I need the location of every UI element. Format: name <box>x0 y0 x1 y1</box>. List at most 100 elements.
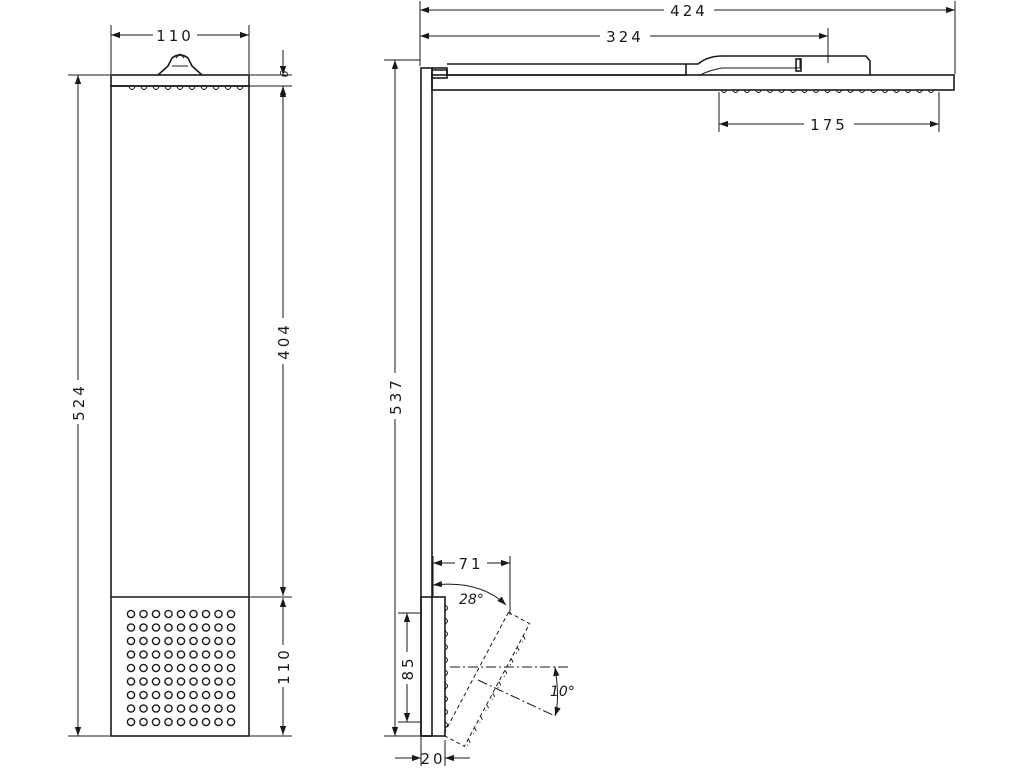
nozzle-dot <box>189 623 198 632</box>
nozzle <box>176 86 184 90</box>
nozzle <box>497 681 501 689</box>
nozzle-dot <box>226 690 236 700</box>
dim-side-hand-depth-label: 20 <box>420 750 445 768</box>
nozzle-dot <box>139 717 148 727</box>
nozzle <box>188 86 196 90</box>
nozzle-dot <box>201 690 211 700</box>
nozzle-dot <box>214 650 223 659</box>
nozzle-dot <box>176 677 186 686</box>
dim-side-head-spray-label: 175 <box>810 116 848 134</box>
nozzle-dot <box>189 677 198 686</box>
front-top-connector <box>157 54 203 76</box>
nozzle-dot <box>214 609 223 619</box>
nozzle-dot <box>164 704 173 713</box>
nozzle-dot <box>226 650 236 659</box>
nozzle <box>466 738 471 746</box>
nozzle-dot <box>126 663 136 673</box>
nozzle-dot <box>126 704 136 713</box>
nozzle-dot <box>139 663 148 673</box>
dim-side-total-length: 424 <box>419 0 956 74</box>
dim-side-spray-angle-label: 10° <box>550 684 575 700</box>
nozzle-dot <box>126 636 136 646</box>
nozzle-dot <box>139 704 148 713</box>
nozzle-dot <box>189 650 198 659</box>
nozzle <box>893 89 900 93</box>
dim-front-width: 110 <box>110 25 250 74</box>
side-hand-nozzles <box>444 604 448 729</box>
nozzle <box>927 89 935 93</box>
nozzle <box>140 86 148 90</box>
nozzle <box>515 647 520 654</box>
nozzle-dot <box>176 690 186 700</box>
front-view: 110 524 6 404 <box>68 25 293 737</box>
dim-side-hand-depth: 20 <box>395 737 470 768</box>
nozzle-dot <box>126 650 136 659</box>
nozzle-dot <box>226 623 236 632</box>
nozzle-dot <box>201 663 211 673</box>
nozzle-dot <box>176 636 186 646</box>
nozzle-dot <box>139 636 148 646</box>
nozzle <box>778 89 785 93</box>
nozzle-dot <box>189 717 198 727</box>
nozzle-dot <box>126 677 136 686</box>
nozzle <box>444 630 448 638</box>
front-hand-shower-grid <box>126 609 236 727</box>
nozzle-dot <box>139 690 148 700</box>
nozzle <box>858 89 866 93</box>
nozzle-dot <box>214 690 223 700</box>
nozzle <box>444 695 448 703</box>
nozzle-dot <box>214 623 223 632</box>
nozzle-dot <box>226 677 236 686</box>
dim-side-head-spray: 175 <box>718 92 940 134</box>
side-arm <box>432 55 871 76</box>
nozzle-dot <box>226 636 236 646</box>
dim-front-upper-height: 404 <box>250 88 293 737</box>
dim-side-total-height: 537 <box>384 59 420 737</box>
dim-side-tilt-offset: 71 <box>432 554 511 615</box>
nozzle <box>164 86 172 90</box>
nozzle-dot <box>151 717 161 727</box>
nozzle-dot <box>164 690 173 700</box>
nozzle-dot <box>151 623 161 632</box>
nozzle <box>444 682 448 690</box>
dim-side-total-height-label: 537 <box>387 377 405 415</box>
nozzle-dot <box>126 717 136 727</box>
nozzle-dot <box>164 717 173 727</box>
nozzle <box>847 89 854 93</box>
nozzle-dot <box>151 650 161 659</box>
nozzle-dot <box>151 636 161 646</box>
nozzle-dot <box>214 704 223 713</box>
side-head-nozzles <box>720 89 935 93</box>
nozzle-dot <box>176 704 186 713</box>
nozzle <box>444 643 448 651</box>
nozzle-dot <box>214 636 223 646</box>
nozzle <box>521 635 526 643</box>
dim-front-total-height-label: 524 <box>70 383 88 421</box>
nozzle-dot <box>226 717 236 727</box>
nozzle-dot <box>139 609 148 619</box>
dim-side-hand-height-label: 85 <box>399 655 417 680</box>
nozzle <box>812 89 820 93</box>
nozzle <box>485 704 489 712</box>
nozzle <box>128 86 136 90</box>
nozzle <box>444 669 448 677</box>
nozzle <box>755 89 762 93</box>
nozzle-dot <box>164 609 173 619</box>
nozzle-dot <box>201 623 211 632</box>
side-riser <box>420 67 433 737</box>
dim-front-total-height: 524 <box>68 74 110 737</box>
nozzle-dot <box>164 677 173 686</box>
nozzle <box>801 89 808 93</box>
dim-front-lower-height: 110 <box>273 598 293 735</box>
side-arm-bar <box>431 67 448 79</box>
dim-side-tilt-angle: 28° <box>432 580 507 608</box>
front-body <box>110 85 250 737</box>
nozzle <box>870 89 877 93</box>
nozzle-dot <box>189 663 198 673</box>
nozzle <box>152 86 160 90</box>
dim-front-width-label: 110 <box>156 27 194 45</box>
nozzle <box>491 693 495 700</box>
nozzle <box>444 708 448 716</box>
nozzle-dot <box>176 609 186 619</box>
